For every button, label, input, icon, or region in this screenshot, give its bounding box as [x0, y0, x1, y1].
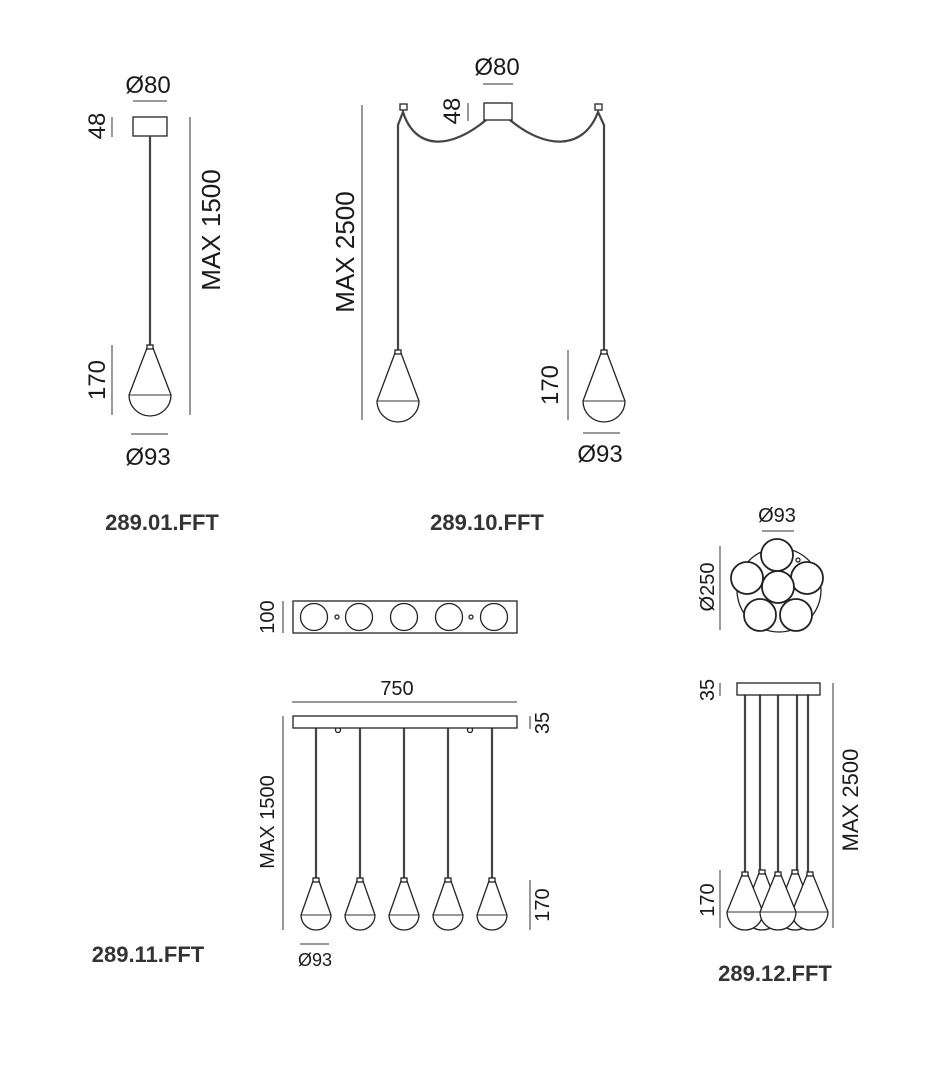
- lamp-top-view: [790, 561, 824, 595]
- lamp-top-view: [344, 602, 374, 632]
- glass-lamp: [344, 877, 376, 931]
- canopy-bar: [292, 715, 518, 729]
- lamp-top-view: [760, 538, 794, 572]
- lamp-socket: [444, 877, 452, 883]
- dim-canopy-height: 35: [532, 712, 554, 734]
- lamps: [128, 344, 172, 417]
- cord-right: [509, 109, 606, 350]
- fixing-point: [334, 614, 340, 620]
- glass-lamp: [128, 344, 172, 417]
- lamp-top-view: [743, 598, 777, 632]
- fixing-point: [468, 614, 474, 620]
- drawing-289-10: Ø80 48 MAX 2500 170 Ø93 289.10.FFT: [330, 54, 626, 535]
- canopy: [483, 102, 513, 121]
- lamp-shade: [476, 880, 508, 931]
- lamps: [376, 349, 626, 423]
- lamp-top-view: [730, 561, 764, 595]
- drawing-289-01: Ø80 48 MAX 1500 170 Ø93 289.01.FFT: [84, 72, 226, 535]
- dim-canopy-depth: 100: [257, 600, 279, 633]
- glass-lamp: [582, 349, 626, 423]
- dim-lamp-height: 170: [84, 360, 111, 400]
- dim-canopy-diameter: Ø80: [474, 54, 519, 81]
- lamp-socket: [488, 877, 496, 883]
- product-code: 289.10.FFT: [430, 510, 544, 535]
- lamp-shade: [582, 352, 626, 423]
- dim-lamp-height: 170: [697, 883, 719, 916]
- top-view-lamps: [730, 538, 824, 632]
- lamp-shade: [432, 880, 464, 931]
- dim-canopy-height: 48: [439, 98, 466, 125]
- lamp-socket: [394, 349, 402, 355]
- lamp-socket: [791, 869, 799, 875]
- hook-left: [399, 103, 408, 111]
- canopy: [736, 682, 821, 696]
- dim-lamp-height: 170: [537, 365, 564, 405]
- lamp-socket: [400, 877, 408, 883]
- product-code: 289.01.FFT: [105, 510, 219, 535]
- lamp-shade: [388, 880, 420, 931]
- dim-lamp-height: 170: [532, 888, 554, 921]
- drawing-289-11: 100 750 35 MAX 1500 170 Ø93 289.11.FFT: [92, 600, 554, 970]
- lamp-socket: [146, 344, 154, 350]
- glass-lamp: [376, 349, 420, 423]
- dim-max-length: MAX 1500: [257, 775, 279, 868]
- glass-lamp: [726, 871, 764, 931]
- lamp-socket: [312, 877, 320, 883]
- fixing-point: [795, 557, 801, 563]
- dim-lamp-diameter: Ø93: [577, 441, 622, 468]
- cord-left: [396, 108, 487, 350]
- lamps: [300, 877, 508, 931]
- lamp-shade: [128, 347, 172, 417]
- glass-lamp: [759, 871, 797, 931]
- lamp-top-view: [389, 602, 419, 632]
- glass-lamp: [388, 877, 420, 931]
- lamp-shade: [376, 352, 420, 423]
- dim-max-length: MAX 1500: [196, 169, 226, 290]
- lamp-socket: [774, 871, 782, 877]
- lamp-top-view: [479, 602, 509, 632]
- product-code: 289.11.FFT: [92, 942, 205, 967]
- lamp-shade: [759, 874, 797, 931]
- top-view-lamps: [299, 602, 509, 632]
- lamp-shade: [300, 880, 332, 931]
- lamp-socket: [356, 877, 364, 883]
- lamp-shade: [344, 880, 376, 931]
- lamp-socket: [758, 869, 766, 875]
- lamp-top-view: [299, 602, 329, 632]
- dim-lamp-diameter: Ø93: [758, 505, 796, 527]
- glass-lamp: [300, 877, 332, 931]
- lamp-socket: [600, 349, 608, 355]
- dim-max-length: MAX 2500: [838, 749, 863, 852]
- canopy: [132, 116, 168, 137]
- glass-lamp: [432, 877, 464, 931]
- lamp-top-view: [434, 602, 464, 632]
- lamp-socket: [741, 871, 749, 877]
- dim-canopy-diameter: Ø250: [697, 563, 719, 612]
- dim-canopy-height: 48: [84, 113, 111, 140]
- dim-max-length: MAX 2500: [330, 191, 360, 312]
- dim-lamp-diameter: Ø93: [125, 444, 170, 471]
- product-code: 289.12.FFT: [718, 961, 832, 986]
- glass-lamp: [476, 877, 508, 931]
- lamp-socket: [806, 871, 814, 877]
- dim-canopy-diameter: Ø80: [125, 72, 170, 99]
- drawing-289-12: Ø93 Ø250 35 MAX 2500 170 289.12.FFT: [697, 505, 863, 986]
- hook-right: [594, 103, 603, 111]
- dim-lamp-diameter: Ø93: [298, 950, 332, 970]
- dim-canopy-length: 750: [380, 678, 413, 700]
- lamp-top-view: [779, 598, 813, 632]
- lamps: [726, 869, 829, 931]
- dim-canopy-height: 35: [697, 679, 719, 701]
- lamp-top-view: [761, 570, 795, 604]
